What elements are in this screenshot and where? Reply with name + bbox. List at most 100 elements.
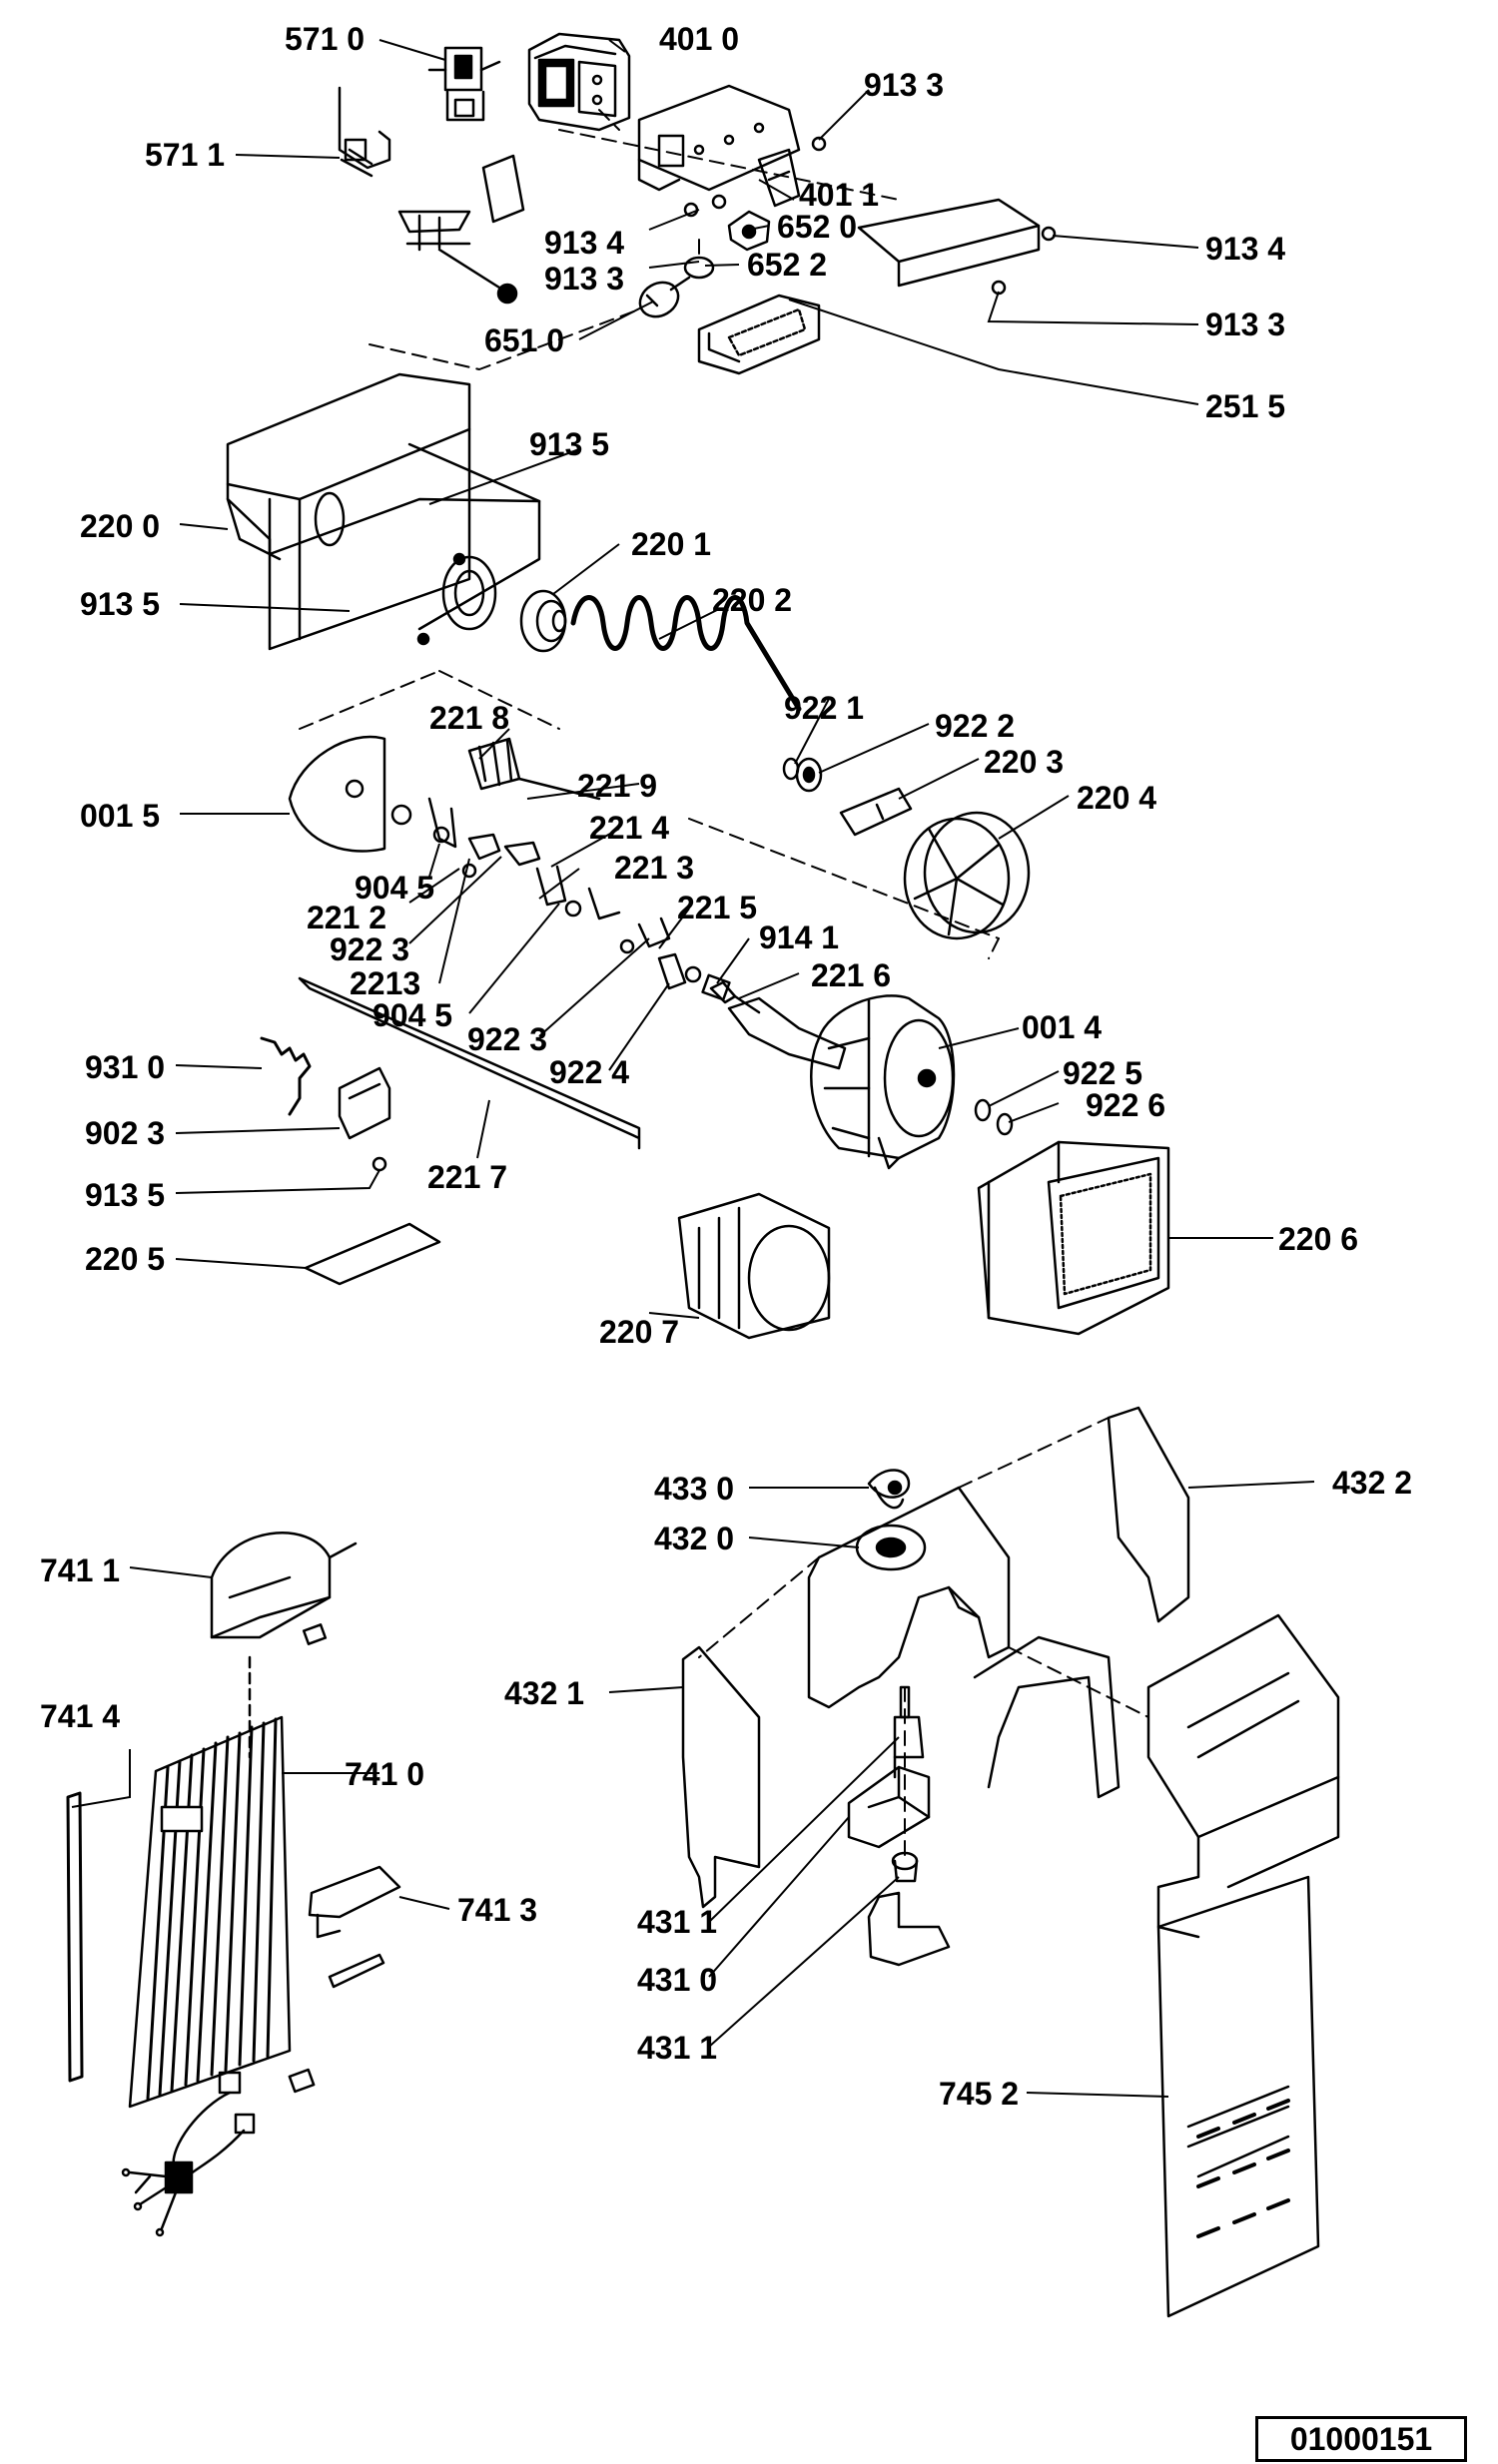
guide-lines-lower-right [698,1417,1149,1858]
shaft-arm-drawing [727,996,847,1070]
label-4322: 432 2 [1332,1465,1412,1501]
label-9135-bottom: 913 5 [85,1177,165,1213]
guide-lines-middle [299,670,1000,959]
label-5711: 571 1 [145,137,225,173]
label-4310: 431 0 [637,1962,717,1998]
washer-9226-drawing [996,1112,1014,1136]
label-2218: 221 8 [429,700,509,736]
label-4010: 401 0 [659,21,739,57]
label-9135-top: 913 5 [529,426,609,462]
label-0014: 001 4 [1022,1009,1102,1045]
label-2205: 220 5 [85,1241,165,1277]
label-9224: 922 4 [549,1054,629,1090]
label-4320: 432 0 [654,1521,734,1556]
label-4311-top: 431 1 [637,1904,717,1940]
label-2219: 221 9 [577,768,657,804]
label-9133-left: 913 3 [544,261,624,297]
mounting-plate-drawing [637,84,801,192]
strip-7414-drawing [66,1791,84,2083]
lamp-cover-drawing [697,294,821,375]
label-7452: 745 2 [939,2076,1019,2112]
label-2203: 220 3 [984,744,1064,780]
side-wall-4321-drawing [681,1645,761,1909]
label-9133-right: 913 3 [1205,307,1285,342]
label-9134-left: 913 4 [544,225,624,261]
gear-case-cover-drawing [977,1140,1170,1336]
motor-bracket-drawing [867,1891,951,1967]
label-4311-bottom: 431 1 [637,2030,717,2066]
label-9222: 922 2 [935,708,1015,744]
drawing-number-box: 01000151 [1255,2416,1467,2462]
wire-probe-drawing [397,210,518,305]
bracket-7413-drawing [308,1865,401,1939]
leader-lines [71,39,1315,2098]
cover-7411-drawing [210,1532,358,1645]
label-2215: 221 5 [677,890,757,925]
washer-9225-drawing [974,1098,992,1122]
fan-shroud-drawing [807,1486,1011,1709]
auger-motor-drawing [810,994,956,1170]
small-plate-drawing [481,154,525,224]
ice-chute-tube-drawing [677,1192,831,1340]
label-9023: 902 3 [85,1115,165,1151]
label-7410: 741 0 [345,1756,424,1792]
guide-lines-top [369,109,900,370]
label-0015: 001 5 [80,798,160,834]
label-9310: 931 0 [85,1049,165,1085]
label-6520: 652 0 [777,209,857,245]
label-7414: 741 4 [40,1698,120,1734]
label-2515: 251 5 [1205,388,1285,424]
label-9225: 922 5 [1063,1055,1142,1091]
label-9226: 922 6 [1086,1087,1165,1123]
label-2212: 221 2 [307,900,386,935]
label-2200: 220 0 [80,508,160,544]
long-bracket-drawing [857,198,1041,288]
label-9221: 922 1 [784,690,864,726]
shaft-bar-drawing [298,976,641,1150]
label-4330: 433 0 [654,1471,734,1507]
label-2207: 220 7 [599,1314,679,1350]
label-7411: 741 1 [40,1552,120,1588]
label-7413: 741 3 [457,1892,537,1928]
washers-drawing [782,757,823,793]
cover-7452-drawing [1146,1613,1340,2318]
label-9141: 914 1 [759,920,839,955]
label-6522: 652 2 [747,247,827,283]
fan-blade-drawing [867,1469,911,1510]
valve-bracket-drawing [338,86,391,178]
grille-7410-drawing [128,1715,292,2109]
coupling-drawing [839,787,913,837]
fan-motor-drawing [847,1685,931,1849]
screw-9135-drawing [372,1156,387,1172]
label-5710: 571 0 [285,21,365,57]
crusher-blades-drawing [390,737,761,1014]
label-4321: 432 1 [504,1675,584,1711]
plate-2205-drawing [304,1222,441,1286]
ice-bin-housing-drawing [226,372,541,651]
label-2204: 220 4 [1077,780,1156,816]
impeller-drawing [903,811,1031,940]
label-9045-top: 904 5 [355,870,434,906]
solenoid-valve-drawing [427,46,501,122]
spring-9310-drawing [260,1036,312,1116]
transformer-drawing [527,32,631,132]
bracket-9023-drawing [338,1066,391,1140]
frame-bracket-drawing [973,1635,1121,1799]
label-2206: 220 6 [1278,1221,1358,1257]
label-2214: 221 4 [589,810,669,846]
label-9134-right: 913 4 [1205,231,1285,267]
crusher-plate-drawing [288,735,386,853]
label-9135-left: 913 5 [80,586,160,622]
label-9045-bottom: 904 5 [373,997,452,1033]
label-2217: 221 7 [427,1159,507,1195]
lamp-socket-drawing [683,256,715,280]
grommet-drawing [891,1851,919,1883]
spacer-drawing [701,973,731,1001]
auger-spring-drawing [570,595,802,712]
label-2202: 220 2 [712,582,792,618]
switch-drawing [727,210,771,252]
label-2216: 221 6 [811,957,891,993]
label-4011: 401 1 [799,177,879,213]
